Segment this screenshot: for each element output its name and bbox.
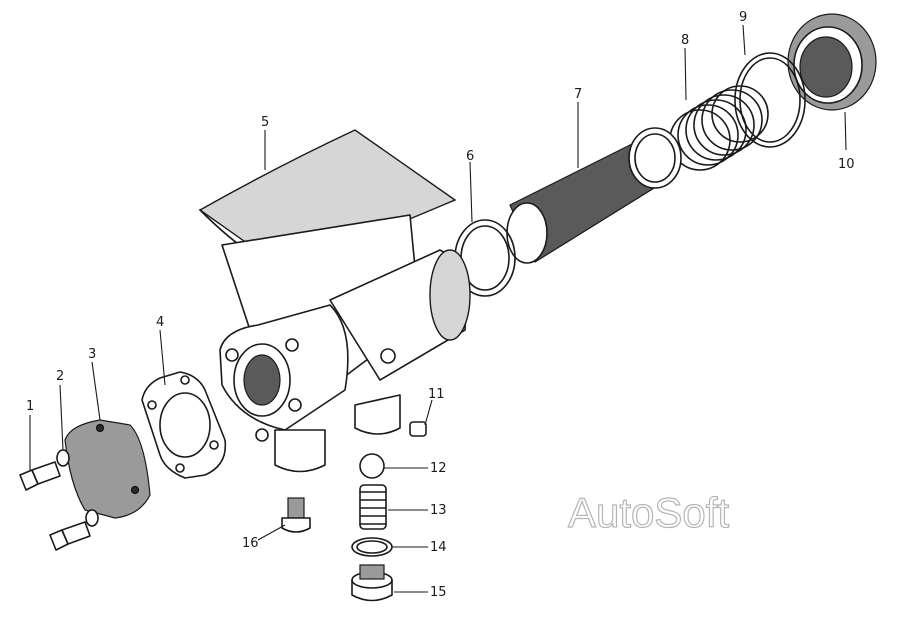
callout-7: 7 <box>574 87 582 102</box>
leader-lines <box>29 24 847 593</box>
part-15-plug-screw <box>351 564 393 602</box>
callout-16: 16 <box>242 536 259 551</box>
part-12-ball <box>359 453 385 479</box>
callout-12: 12 <box>430 461 447 476</box>
part-5-housing <box>198 129 471 473</box>
part-1-bolt <box>19 461 91 551</box>
part-16-drain-plug <box>281 497 311 533</box>
part-11-plug <box>409 421 427 437</box>
callout-4: 4 <box>156 315 164 330</box>
part-3-cover <box>64 419 151 519</box>
part-8-spring <box>669 85 769 171</box>
callout-13: 13 <box>430 503 447 518</box>
callout-9: 9 <box>739 10 747 25</box>
callout-15: 15 <box>430 585 447 600</box>
callout-8: 8 <box>681 33 689 48</box>
watermark-text: AutoSoft <box>568 489 729 536</box>
part-14-washer <box>351 537 393 557</box>
callout-5: 5 <box>261 115 269 130</box>
part-7-sleeve <box>506 127 682 264</box>
part-4-gasket <box>141 371 227 479</box>
part-10-end-cap <box>787 13 877 111</box>
part-2-washer <box>56 449 99 527</box>
callout-6: 6 <box>466 149 474 164</box>
callout-10: 10 <box>838 157 855 172</box>
callout-3: 3 <box>88 347 96 362</box>
callout-14: 14 <box>430 540 447 555</box>
part-13-spring <box>359 484 387 530</box>
callout-11: 11 <box>428 387 445 402</box>
callout-2: 2 <box>56 369 64 384</box>
callout-labels: 1 2 3 4 5 6 7 8 9 10 11 12 13 14 15 16 <box>26 10 855 600</box>
callout-1: 1 <box>26 399 34 414</box>
